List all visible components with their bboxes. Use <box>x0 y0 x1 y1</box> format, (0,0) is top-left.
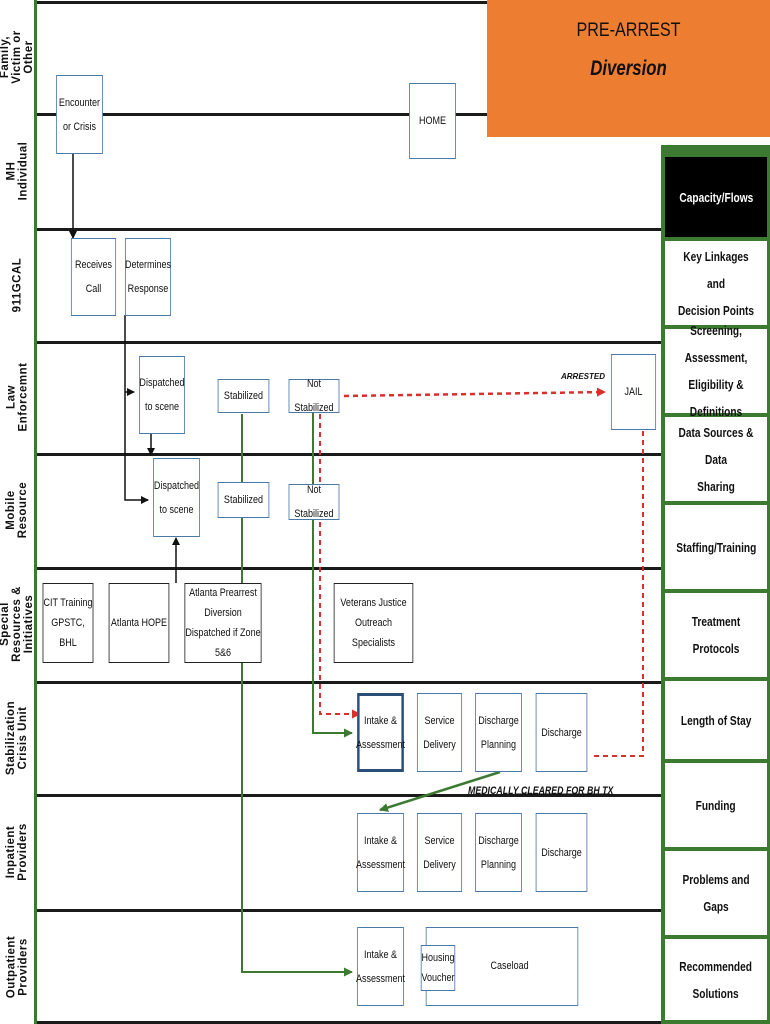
sidebar-item-capacity-flows[interactable]: Capacity/Flows <box>665 157 767 237</box>
lane-divider <box>37 909 662 912</box>
lane-divider <box>37 1021 662 1024</box>
lane-divider <box>37 341 662 344</box>
arrow-not-stabilized-to-intake <box>319 414 361 719</box>
title-banner: PRE-ARREST Diversion <box>487 0 770 137</box>
node-receives-call[interactable]: Receives Call <box>70 238 117 316</box>
node-atlanta-prearrest[interactable]: Atlanta Prearrest Diversion Dispatched i… <box>184 583 262 663</box>
node-le-not-stabilized[interactable]: Not Stabilized <box>288 378 340 414</box>
node-jail[interactable]: JAIL <box>610 354 657 430</box>
sidebar-item-recommended-solutions[interactable]: Recommended Solutions <box>665 939 767 1020</box>
lane-divider <box>37 228 662 231</box>
arrow-scu-to-inpatient <box>379 770 501 812</box>
node-atlanta-hope[interactable]: Atlanta HOPE <box>108 583 170 663</box>
node-le-stabilized[interactable]: Stabilized <box>217 379 270 413</box>
node-le-dispatched[interactable]: Dispatched to scene <box>139 356 185 434</box>
sidebar-item-staffing[interactable]: Staffing/Training <box>665 505 767 589</box>
arrow-not-stabilized-to-jail <box>343 387 606 398</box>
node-mr-not-stabilized[interactable]: Not Stabilized <box>288 484 340 520</box>
lane-divider <box>37 567 662 570</box>
node-scu-service-delivery[interactable]: Service Delivery <box>416 693 463 772</box>
banner-title: PRE-ARREST <box>576 20 681 41</box>
node-cit-training[interactable]: CIT Training GPSTC, BHL <box>42 583 94 663</box>
sidebar-item-treatment[interactable]: Treatment Protocols <box>665 593 767 677</box>
lane-divider <box>37 794 662 797</box>
node-ip-discharge[interactable]: Discharge <box>535 813 588 892</box>
lane-divider <box>37 453 662 456</box>
note-medically-cleared: MEDICALLY CLEARED FOR BH TX <box>468 785 614 797</box>
node-scu-discharge-planning[interactable]: Discharge Planning <box>475 693 522 772</box>
node-home[interactable]: HOME <box>409 83 456 159</box>
arrow-not-stabilized-to-scu <box>312 413 353 738</box>
node-ip-service-delivery[interactable]: Service Delivery <box>416 813 463 892</box>
node-veterans-justice[interactable]: Veterans Justice Outreach Specialists <box>333 583 414 663</box>
node-mr-dispatched[interactable]: Dispatched to scene <box>153 458 200 537</box>
arrow-discharge-to-jail <box>594 402 644 757</box>
sidebar-item-data-sources[interactable]: Data Sources & Data Sharing <box>665 417 767 501</box>
node-mr-stabilized[interactable]: Stabilized <box>217 482 270 518</box>
banner-subtitle: Diversion <box>590 57 667 80</box>
node-ip-discharge-planning[interactable]: Discharge Planning <box>475 813 522 892</box>
node-determines-response[interactable]: Determines Response <box>125 238 171 316</box>
node-op-intake[interactable]: Intake & Assessment <box>356 927 405 1006</box>
node-scu-discharge[interactable]: Discharge <box>535 693 588 772</box>
note-arrested: ARRESTED <box>561 372 606 381</box>
node-op-caseload[interactable]: Caseload <box>490 960 529 972</box>
lane-divider <box>37 113 662 116</box>
node-scu-intake[interactable]: Intake & Assessment <box>356 693 405 772</box>
sidebar-item-funding[interactable]: Funding <box>665 763 767 847</box>
node-op-housing-voucher[interactable]: Housing Voucher <box>420 945 456 991</box>
node-ip-intake[interactable]: Intake & Assessment <box>356 813 405 892</box>
sidebar-item-key-linkages[interactable]: Key Linkages and Decision Points <box>665 241 767 325</box>
lane-divider <box>37 1 662 4</box>
sidebar-item-length-of-stay[interactable]: Length of Stay <box>665 681 767 759</box>
left-frame-bar <box>34 0 37 1024</box>
arrow-response-to-mobile <box>124 315 149 504</box>
sidebar-item-screening[interactable]: Screening, Assessment, Eligibility & Def… <box>665 323 767 419</box>
sidebar-item-problems-gaps[interactable]: Problems and Gaps <box>665 851 767 935</box>
lane-divider <box>37 681 662 684</box>
node-encounter-crisis[interactable]: Encounter or Crisis <box>56 75 103 154</box>
